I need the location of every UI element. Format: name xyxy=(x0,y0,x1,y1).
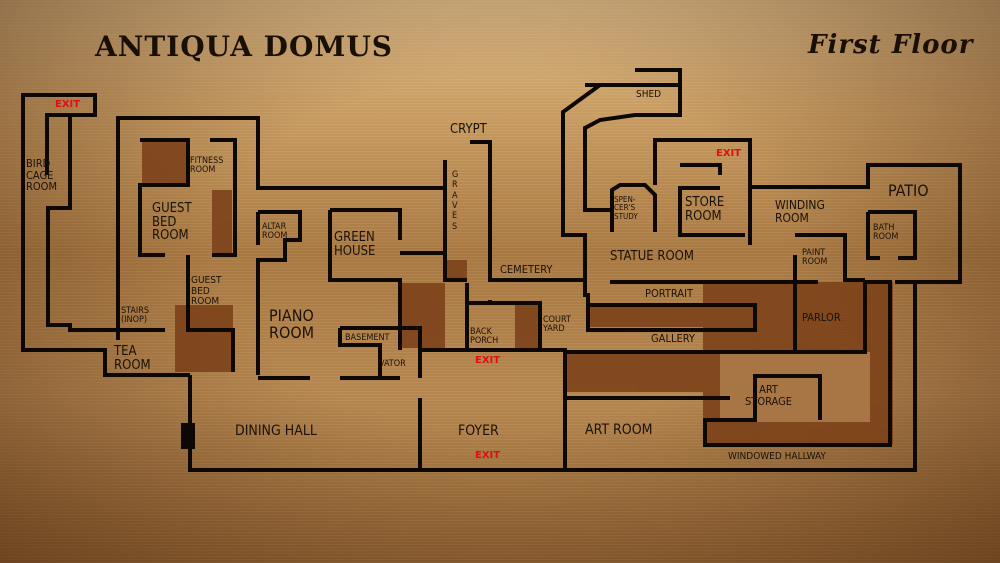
room-tea-room: TEA ROOM xyxy=(114,344,151,373)
exit-marker-bird-cage: EXIT xyxy=(55,99,81,110)
floor-label: First Floor xyxy=(808,30,974,60)
room-cemetery: CEMETERY xyxy=(500,263,553,276)
exit-marker-store-room: EXIT xyxy=(716,148,742,159)
room-fitness-room: FITNESS ROOM xyxy=(190,156,224,176)
room-paint-room: PAINT ROOM xyxy=(802,248,828,268)
room-guest-bed-room-1: GUEST BED ROOM xyxy=(152,201,192,244)
room-court-yard: COURT YARD xyxy=(543,315,571,335)
room-art-storage: ART STORAGE xyxy=(745,383,793,408)
room-basement: BASEMENT xyxy=(345,333,390,343)
room-shed: SHED xyxy=(636,89,662,100)
room-bird-cage-room: BIRD CAGE ROOM xyxy=(26,157,57,194)
room-statue-room: STATUE ROOM xyxy=(610,249,694,264)
room-foyer: FOYER xyxy=(458,423,499,439)
exit-marker-back-porch: EXIT xyxy=(475,355,501,366)
room-piano-room: PIANO ROOM xyxy=(269,306,315,342)
room-bath-room: BATH ROOM xyxy=(873,223,899,243)
room-graves: G R A V E S xyxy=(452,170,459,232)
room-dining-hall: DINING HALL xyxy=(235,423,317,439)
room-vator: VATOR xyxy=(379,359,406,369)
room-back-porch: BACK PORCH xyxy=(470,327,499,347)
room-portrait: PORTRAIT xyxy=(645,287,694,300)
room-patio: PATIO xyxy=(888,181,929,200)
wall-lines xyxy=(21,68,962,472)
room-green-house: GREEN HOUSE xyxy=(334,230,376,259)
room-store-room: STORE ROOM xyxy=(685,195,725,224)
room-gallery: GALLERY xyxy=(651,332,695,345)
room-art-room: ART ROOM xyxy=(585,422,653,438)
room-stairs: STAIRS (INOP) xyxy=(121,306,150,326)
room-crypt: CRYPT xyxy=(450,122,487,137)
room-altar-room: ALTAR ROOM xyxy=(262,222,288,242)
room-windowed-hallway: WINDOWED HALLWAY xyxy=(728,451,826,462)
exit-marker-foyer: EXIT xyxy=(475,450,501,461)
room-winding-room: WINDING ROOM xyxy=(775,198,825,225)
room-spencers-study: SPEN- CER'S STUDY xyxy=(614,195,638,221)
map-title: ANTIQUA DOMUS xyxy=(95,30,393,63)
room-parlor: PARLOR xyxy=(802,311,841,324)
room-guest-bed-room-2: GUEST BED ROOM xyxy=(191,275,222,307)
